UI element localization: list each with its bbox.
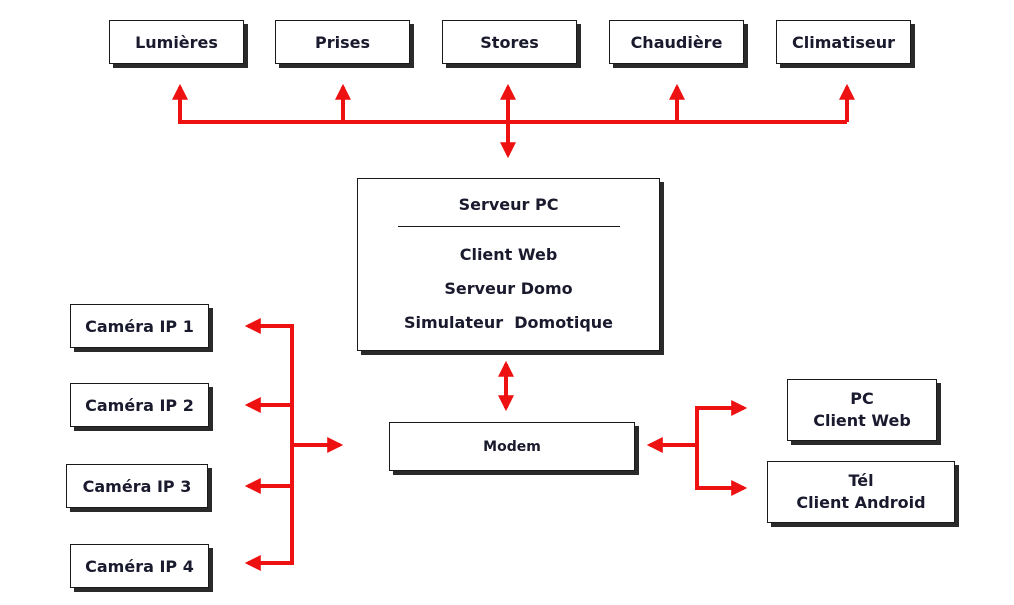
server-box: Serveur PC Client Web Serveur Domo Simul… [357,178,660,351]
client-android-sublabel: Client Android [796,493,926,512]
camera-box-1: Caméra IP 1 [70,304,209,348]
server-line-serveur-domo: Serveur Domo [444,279,573,298]
device-box-chaudiere: Chaudière [609,20,744,64]
device-box-lumieres: Lumières [109,20,244,64]
client-android-label: Tél [848,471,874,490]
server-divider [397,226,620,227]
client-pc-label: PC [850,389,874,408]
server-line-client-web: Client Web [459,245,558,264]
client-box-pc: PC Client Web [787,379,937,441]
client-box-android: Tél Client Android [767,461,955,523]
server-title: Serveur PC [458,195,559,214]
camera-box-4: Caméra IP 4 [70,544,209,588]
camera-box-3: Caméra IP 3 [66,464,208,508]
device-box-prises: Prises [275,20,410,64]
device-box-climatiseur: Climatiseur [776,20,911,64]
device-box-stores: Stores [442,20,577,64]
server-line-simulateur: Simulateur Domotique [403,313,614,332]
modem-box: Modem [389,422,635,471]
client-pc-sublabel: Client Web [813,411,911,430]
camera-box-2: Caméra IP 2 [70,383,209,427]
